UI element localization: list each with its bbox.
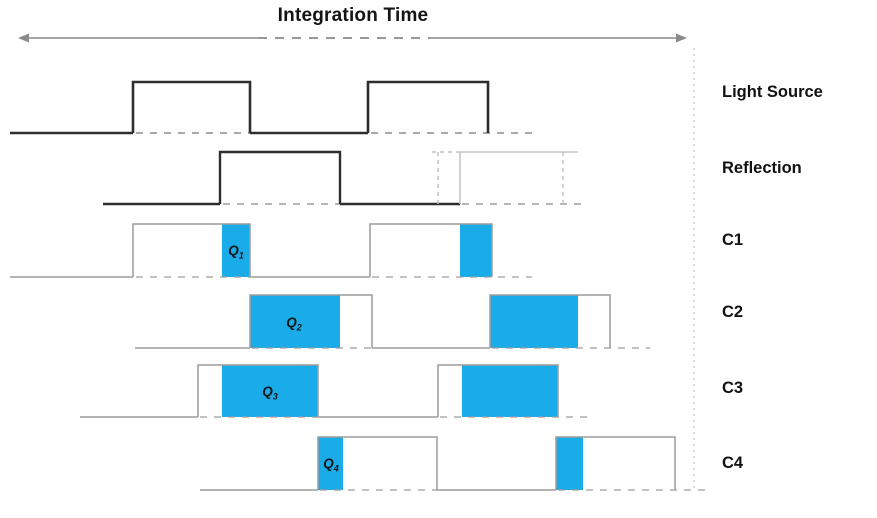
row-label-c4: C4 [722, 454, 744, 472]
pulse [489, 294, 611, 348]
pulse [249, 294, 373, 348]
charge-fill [460, 224, 492, 277]
arrowhead-right-icon [676, 33, 687, 43]
row-label-c2: C2 [722, 303, 744, 321]
pulse [132, 223, 251, 277]
charge-fill [250, 295, 340, 348]
waveform-c3: Q3 [80, 364, 592, 418]
integration-arrow [18, 33, 687, 43]
charge-fill [462, 365, 558, 417]
charge-fill [222, 365, 318, 417]
pulse [218, 150, 342, 204]
pulse [555, 436, 676, 490]
pulse [197, 364, 319, 417]
waveform-c1: Q1 [10, 223, 532, 278]
charge-fill [490, 295, 578, 348]
pulse [437, 364, 559, 417]
waveform-reflection [103, 150, 585, 206]
pulse [131, 80, 252, 133]
pulse [369, 223, 493, 277]
charge-fill [318, 437, 343, 490]
row-label-reflection: Reflection [722, 159, 802, 177]
integration-time-label: Integration Time [277, 5, 429, 26]
waveform-c2: Q2 [135, 294, 650, 349]
arrowhead-left-icon [18, 33, 29, 43]
pulse [366, 80, 490, 133]
row-label-c1: C1 [722, 231, 744, 249]
charge-fill [556, 437, 583, 490]
row-label-c3: C3 [722, 379, 744, 397]
row-label-light-source: Light Source [722, 83, 823, 101]
pulse [317, 436, 438, 490]
charge-fill [222, 224, 250, 277]
waveform-light-source [10, 80, 532, 135]
waveform-c4: Q4 [200, 436, 712, 491]
